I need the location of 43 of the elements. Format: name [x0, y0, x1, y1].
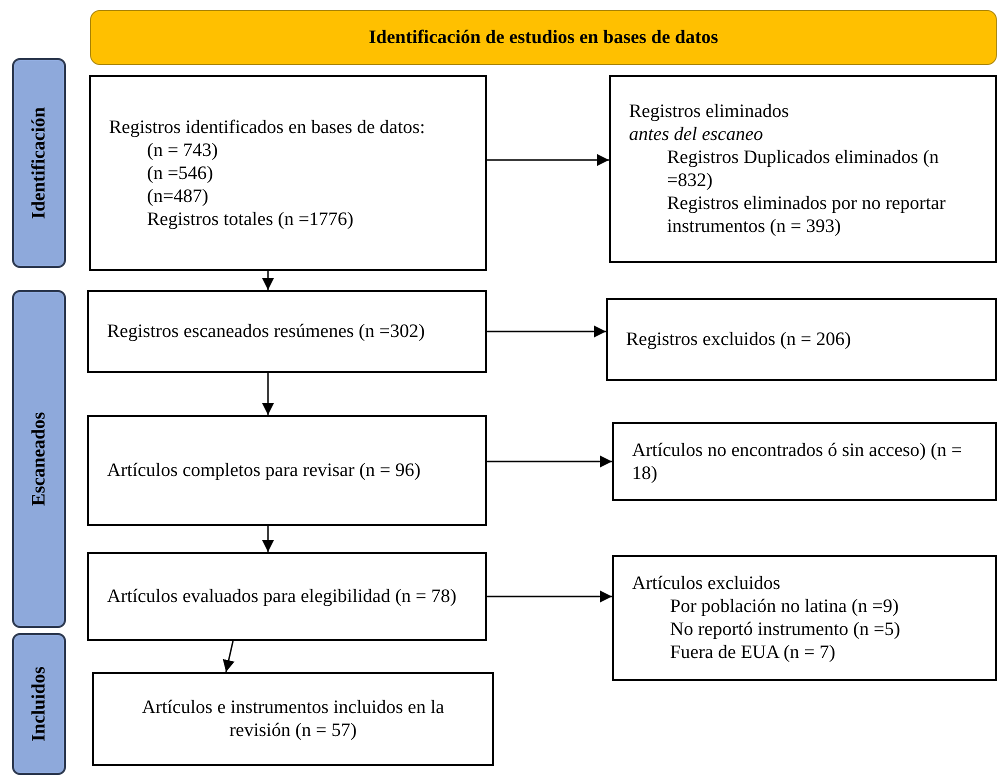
box-text: No reportó instrumento (n =5)	[669, 618, 902, 641]
arrow	[487, 590, 612, 602]
box-text: Artículos e instrumentos incluidos en la revisión (n = 57)	[140, 696, 446, 742]
process-box	[612, 555, 997, 681]
section-label: Incluidos	[28, 666, 50, 742]
process-box	[87, 552, 487, 641]
box-text: Registros Duplicados eliminados (n =832)	[666, 146, 940, 192]
section-label: Identificación	[28, 107, 50, 219]
arrow	[262, 526, 274, 552]
header-band: Identificación de estudios en bases de datos	[90, 10, 997, 65]
box-text: (n =546)	[146, 162, 214, 184]
section-band	[12, 290, 66, 628]
section-label: Escaneados	[28, 412, 50, 506]
box-text: Registros identificados en bases de datos:	[109, 116, 426, 138]
process-box	[87, 290, 487, 373]
arrow	[487, 456, 612, 468]
arrow	[487, 326, 606, 338]
box-text: Artículos no encontrados ó sin acceso) (n = 18)	[632, 438, 963, 484]
box-text: antes del escaneo	[629, 123, 764, 146]
box-text: Artículos completos para revisar (n = 96)	[107, 459, 422, 482]
box-text: Artículos excluidos	[632, 572, 782, 595]
box-text: Por población no latina (n =9)	[669, 595, 900, 618]
section-band	[12, 633, 66, 775]
box-text: Fuera de EUA (n = 7)	[669, 641, 836, 664]
arrow	[222, 640, 234, 672]
box-text: Artículos evaluados para elegibilidad (n = 78)	[107, 585, 458, 608]
arrow	[262, 373, 274, 415]
box-text: Registros eliminados	[629, 100, 790, 123]
process-box	[92, 672, 494, 766]
box-text: Registros totales (n =1776)	[146, 208, 354, 230]
process-box	[87, 415, 487, 526]
arrow	[262, 271, 274, 290]
box-text: Registros excluidos (n = 206)	[626, 328, 852, 351]
arrow	[487, 154, 609, 166]
section-band	[12, 58, 66, 268]
process-box	[89, 75, 487, 271]
box-text: Registros eliminados por no reportar instrumentos (n = 393)	[666, 192, 947, 238]
box-text: (n = 743)	[146, 138, 219, 162]
process-box	[606, 298, 997, 381]
process-box	[612, 422, 997, 501]
process-box	[609, 75, 997, 263]
box-text: Registros escaneados resúmenes (n =302)	[107, 320, 426, 343]
box-text: (n=487)	[146, 184, 210, 208]
